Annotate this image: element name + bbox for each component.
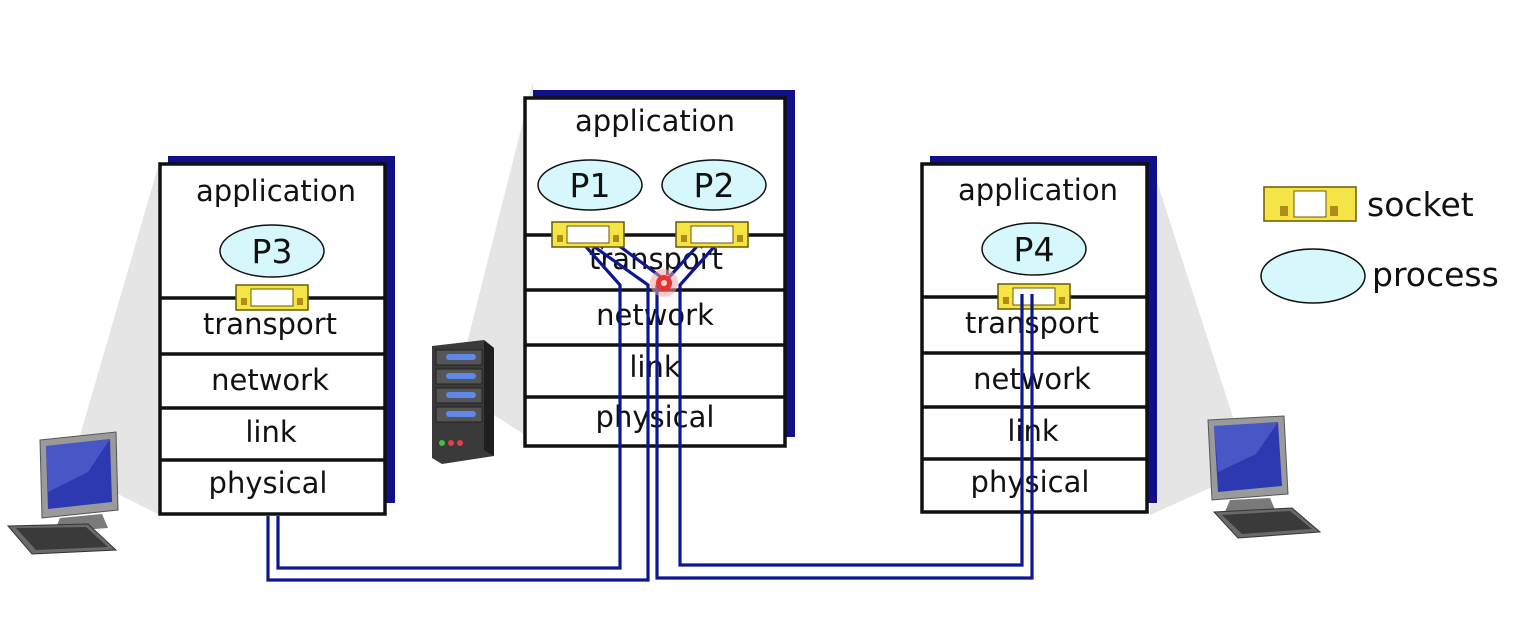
left-layer-application: application <box>196 174 356 208</box>
legend: socket process <box>1260 185 1499 304</box>
right-layer-application: application <box>958 173 1118 207</box>
left-layer-link: link <box>245 415 296 449</box>
wire-p3-p1-outer <box>266 231 650 582</box>
process-p3-label: P3 <box>252 232 293 271</box>
legend-socket-label: socket <box>1367 185 1474 224</box>
process-p1-label: P1 <box>570 166 611 205</box>
socket-p1 <box>551 221 625 248</box>
socket-p3 <box>235 284 309 311</box>
left-layer-network: network <box>211 363 329 397</box>
left-cone <box>70 160 160 515</box>
wire-p3-p1-inner <box>276 238 622 570</box>
left-layer-transport: transport <box>203 307 337 341</box>
right-layer-physical: physical <box>971 465 1090 499</box>
desktop-computer-icon <box>6 431 119 555</box>
process-p2 <box>661 159 767 211</box>
process-p4 <box>981 222 1087 276</box>
legend-process-swatch <box>1260 248 1366 304</box>
middle-layer-link: link <box>629 350 680 384</box>
legend-socket-swatch <box>1263 186 1357 222</box>
process-p3 <box>219 224 325 278</box>
socket-p4 <box>997 283 1071 310</box>
middle-layer-application: application <box>575 104 735 138</box>
server-tower-icon <box>432 340 494 464</box>
pointer-cursor <box>650 269 678 297</box>
socket-p2 <box>675 221 749 248</box>
process-p2-label: P2 <box>694 166 735 205</box>
wire-p2-p4-outer <box>655 285 1034 580</box>
legend-process-label: process <box>1372 255 1499 294</box>
left-protocol-stack: application transport network link physi… <box>158 156 395 516</box>
middle-layer-physical: physical <box>596 400 715 434</box>
left-stack-box <box>158 162 387 516</box>
left-layer-physical: physical <box>209 466 328 500</box>
wire-p2-p4-inner <box>678 236 1024 567</box>
desktop-computer-icon <box>1207 415 1322 539</box>
right-stack-box <box>920 162 1149 514</box>
right-protocol-stack: application transport network link physi… <box>920 156 1157 514</box>
sockets <box>235 221 1071 311</box>
middle-layer-network: network <box>596 298 714 332</box>
middle-protocol-stack: application transport network link physi… <box>523 90 795 448</box>
process-p1 <box>537 159 643 211</box>
process-p4-label: P4 <box>1014 230 1055 269</box>
